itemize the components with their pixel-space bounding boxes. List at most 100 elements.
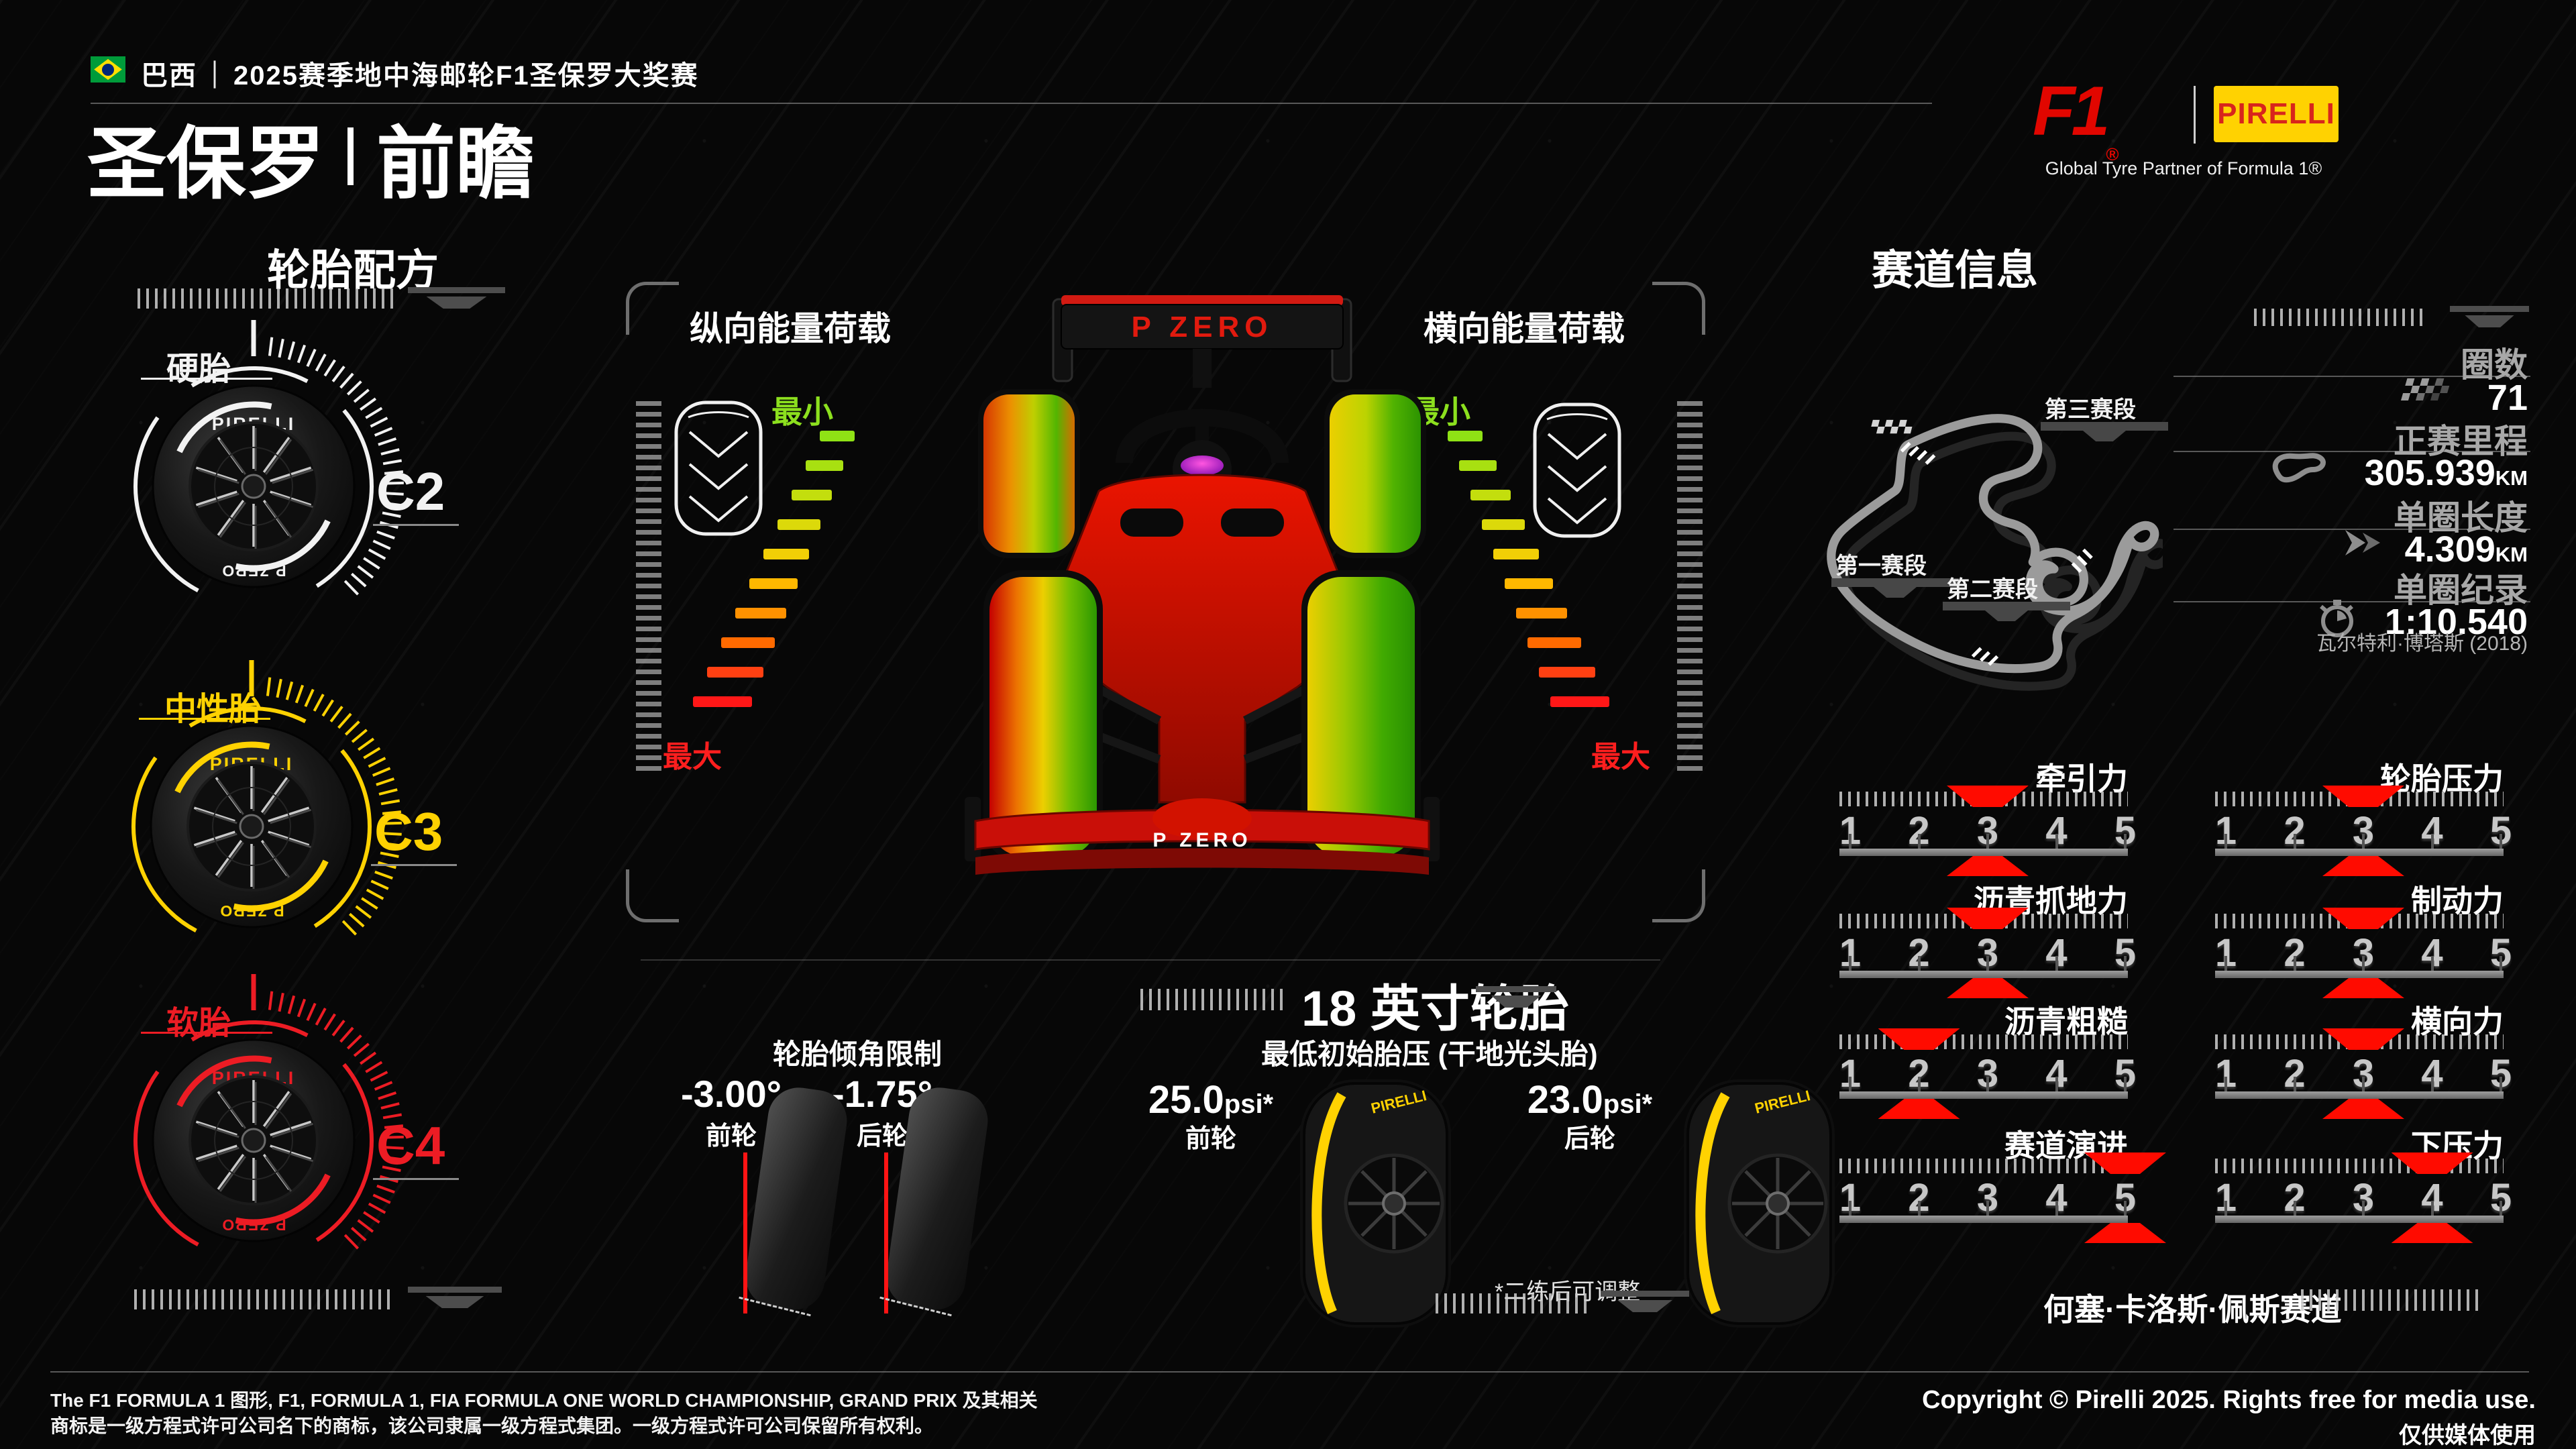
circuit-outline-icon — [2269, 451, 2329, 488]
sector-label: 第二赛段 — [1947, 577, 2038, 602]
rating-bar — [1839, 1216, 2128, 1223]
rating-marker-bottom — [2322, 1099, 2404, 1119]
deco-ruler — [2254, 309, 2425, 326]
rating-marker-bottom — [2391, 1223, 2473, 1243]
rating-notch — [1917, 834, 1921, 850]
pressure-tyre-front: PIRELLI — [1293, 1076, 1458, 1334]
rating-notch — [2500, 956, 2502, 972]
header-separator: ｜ — [201, 61, 229, 91]
frame-corner-icon — [1652, 869, 1705, 922]
sector-bar-icon — [1831, 578, 1959, 598]
rating-notch — [1849, 1201, 1851, 1217]
rating-notch — [2055, 834, 2058, 850]
camber-reference-line — [884, 1152, 888, 1313]
camber-rear-label: 后轮 — [856, 1122, 908, 1150]
camber-front-value: -3.00° — [680, 1073, 782, 1115]
rating-notch — [2055, 956, 2058, 972]
energy-ladder-step — [721, 637, 775, 648]
footer-copyright: Copyright © Pirelli 2025. Rights free fo… — [1922, 1386, 2536, 1414]
circuit-name: 何塞·卡洛斯·佩斯赛道 — [2043, 1292, 2342, 1327]
footer-divider-line — [50, 1371, 2529, 1373]
energy-ladder-step — [1493, 549, 1539, 559]
compound-tyre-illustration: PIRELLI P ZERO — [99, 312, 408, 664]
energy-ladder-step — [763, 549, 809, 559]
rating-notch — [2500, 1077, 2502, 1093]
rating-notch — [2430, 956, 2434, 972]
pressure-front-label: 前轮 — [1185, 1125, 1236, 1153]
rating-notch — [2124, 1201, 2127, 1217]
pressure-title: 最低初始胎压 (干地光头胎) — [1261, 1038, 1598, 1070]
rating-marker-bottom — [1878, 1099, 1960, 1119]
compound-code: C2 — [376, 462, 445, 521]
energy-ladder-step — [792, 490, 832, 500]
svg-text:P ZERO: P ZERO — [221, 562, 286, 580]
rating-bar — [1839, 971, 2128, 978]
rating-notch — [2430, 1077, 2434, 1093]
energy-ladder-step — [707, 667, 763, 678]
event-header: 巴西｜2025赛季地中海邮轮F1圣保罗大奖赛 — [141, 54, 699, 93]
page-title-sub: 前瞻 — [376, 119, 535, 209]
rating-bar — [1839, 1091, 2128, 1099]
stat-label: 正赛里程 — [2394, 423, 2528, 460]
stat-divider-line — [2174, 529, 2530, 530]
logo-divider — [2194, 86, 2196, 144]
footer-media-note: 仅供媒体使用 — [2399, 1423, 2536, 1448]
rating-notch — [1849, 1077, 1851, 1093]
partner-tagline: Global Tyre Partner of Formula 1® — [2045, 158, 2322, 178]
compound-code-underline — [373, 524, 459, 526]
compound-code: C3 — [374, 802, 443, 861]
tyre-tread-icon — [671, 397, 766, 543]
circuit-map — [1807, 361, 2173, 706]
tyre-tread-icon — [1529, 399, 1625, 545]
deco-ruler — [1140, 989, 1285, 1010]
energy-ladder-step — [1459, 460, 1497, 471]
svg-text:P ZERO: P ZERO — [219, 902, 284, 920]
deco-ruler — [1436, 1293, 1589, 1313]
rating-notch — [1986, 834, 1989, 850]
stat-value: 4.309KM — [2404, 529, 2528, 570]
brazil-flag-icon — [91, 56, 125, 83]
pirelli-wordmark: PIRELLI — [2217, 97, 2335, 130]
deco-ruler — [138, 288, 396, 309]
deco-trapezoid — [1476, 986, 1556, 1008]
stat-label: 圈数 — [2461, 346, 2528, 384]
stat-label: 单圈纪录 — [2394, 572, 2528, 609]
sector-label: 第三赛段 — [2045, 397, 2136, 423]
country-label: 巴西 — [141, 61, 197, 91]
long-min-label: 最小 — [771, 394, 833, 429]
page-title-main: 圣保罗 — [87, 119, 325, 209]
rating-notch — [2055, 1077, 2058, 1093]
lateral-energy-title: 横向能量荷载 — [1424, 310, 1625, 347]
rating-notch — [1986, 956, 1989, 972]
rating-marker-bottom — [2322, 856, 2404, 876]
footer-legal-line2: 商标是一级方程式许可公司名下的商标，该公司隶属一级方程式集团。一级方程式许可公司… — [50, 1415, 934, 1436]
sector-bar-icon — [2041, 422, 2168, 441]
rating-notch — [2430, 834, 2434, 850]
rating-notch — [1849, 834, 1851, 850]
rating-ruler — [1839, 1034, 2128, 1049]
compound-tyre-illustration: PIRELLI P ZERO — [97, 652, 406, 1004]
checkered-flag-icon — [2398, 377, 2460, 409]
rating-label: 横向力 — [2411, 1004, 2504, 1039]
rating-notch — [2224, 834, 2227, 850]
stat-divider-line — [2174, 451, 2530, 452]
sector-label: 第一赛段 — [1835, 553, 1927, 579]
pirelli-logo: PIRELLI — [2214, 86, 2339, 142]
rating-bar — [2215, 1091, 2504, 1099]
setup-divider-line — [641, 959, 1660, 961]
long-max-label: 最大 — [663, 741, 722, 773]
compound-code-underline — [373, 1178, 459, 1180]
page-title: 圣保罗 前瞻 — [87, 113, 535, 209]
energy-ladder-step — [693, 696, 752, 707]
rating-label: 轮胎压力 — [2380, 761, 2504, 796]
frame-corner-icon — [626, 869, 679, 922]
rating-marker-bottom — [2322, 978, 2404, 998]
rating-notch — [1986, 1201, 1989, 1217]
footer-legal-line1: The F1 FORMULA 1 图形, F1, FORMULA 1, FIA … — [50, 1390, 1038, 1411]
frame-corner-icon — [626, 282, 679, 335]
pressure-front-value: 25.0psi* — [1148, 1078, 1274, 1122]
rating-notch — [2293, 1201, 2296, 1217]
rating-label: 沥青粗糙 — [2004, 1004, 2128, 1039]
